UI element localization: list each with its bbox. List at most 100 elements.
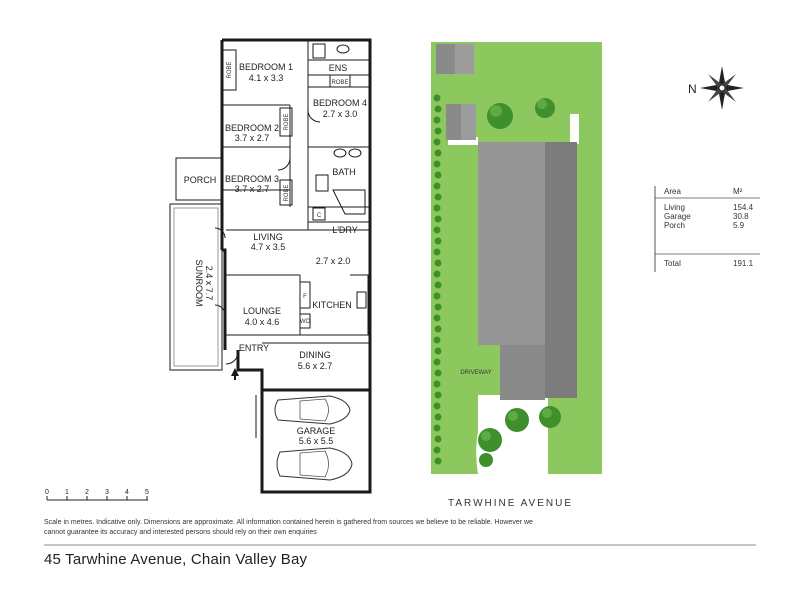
hedge-shrub <box>433 138 441 146</box>
hedge-shrub <box>433 314 441 322</box>
compass-rose-icon <box>700 66 744 110</box>
house-walls <box>169 38 372 494</box>
garage-dims: 5.6 x 5.5 <box>299 436 334 446</box>
hedge-shrub <box>433 358 441 366</box>
area-row-label: Living <box>664 203 685 212</box>
hedge-shrub <box>434 369 442 377</box>
sunroom-label: SUNROOM <box>194 260 204 307</box>
hedge-shrub <box>434 303 442 311</box>
lounge-label: LOUNGE <box>243 306 281 316</box>
entry-arrow-icon <box>231 368 239 376</box>
area-header-unit: M² <box>733 187 743 196</box>
scale-tick: 0 <box>45 489 49 496</box>
dining-label: DINING <box>299 350 331 360</box>
scale-tick: 4 <box>125 489 129 496</box>
house-roof <box>478 142 545 398</box>
area-total-label: Total <box>664 259 681 268</box>
area-row-label: Garage <box>664 212 691 221</box>
area-row-value: 30.8 <box>733 212 749 221</box>
hedge-shrub <box>434 281 442 289</box>
area-row-value: 154.4 <box>733 203 754 212</box>
hedge-shrub <box>433 94 441 102</box>
scale-tick: 1 <box>65 489 69 496</box>
bedroom2-label: BEDROOM 2 <box>225 123 279 133</box>
bedroom3-dims: 3.7 x 2.7 <box>235 184 270 194</box>
scale-tick: 2 <box>85 489 89 496</box>
lounge-dims: 4.0 x 4.6 <box>245 317 280 327</box>
property-address: 45 Tarwhine Avenue, Chain Valley Bay <box>44 551 308 568</box>
car-icon <box>274 395 351 425</box>
living-label: LIVING <box>253 232 283 242</box>
robe-label: ROBE <box>284 184 290 201</box>
hedge-shrub <box>433 446 441 454</box>
driveway-label: DRIVEWAY <box>460 370 491 376</box>
sunroom-dims: 2.4 x 7.7 <box>204 266 214 301</box>
hedge-shrub <box>434 435 442 443</box>
scale-tick: 3 <box>105 489 109 496</box>
hedge-shrub <box>433 402 441 410</box>
area-row-label: Porch <box>664 221 685 230</box>
hedge-shrub <box>433 182 441 190</box>
street-name: TARWHINE AVENUE <box>448 498 574 509</box>
hedge-shrub <box>433 248 441 256</box>
disclaimer-text: Scale in metres. Indicative only. Dimens… <box>44 519 533 536</box>
robe-label: ROBE <box>331 80 348 86</box>
area-header-label: Area <box>664 187 681 196</box>
cupboard-label: C <box>317 213 322 219</box>
scale-tick: 5 <box>145 489 149 496</box>
wall-oven-label: WO <box>300 319 311 325</box>
bath-label: BATH <box>332 167 355 177</box>
robe-label: ROBE <box>284 113 290 130</box>
hedge-shrub <box>434 457 442 465</box>
hedge-shrub <box>433 424 441 432</box>
dining-dims: 5.6 x 2.7 <box>298 361 333 371</box>
hedge <box>433 94 442 465</box>
ens-label: ENS <box>329 63 348 73</box>
trees <box>478 98 561 467</box>
bedroom4-dims: 2.7 x 3.0 <box>323 109 358 119</box>
area-table: Area M² Living 154.4 Garage 30.8 Porch 5… <box>654 186 760 272</box>
hedge-shrub <box>434 391 442 399</box>
hedge-shrub <box>434 259 442 267</box>
hedge-shrub <box>434 347 442 355</box>
garage-label: GARAGE <box>297 426 336 436</box>
hedge-shrub <box>434 149 442 157</box>
bedroom2-dims: 3.7 x 2.7 <box>235 133 270 143</box>
robe-label: ROBE <box>227 61 233 78</box>
hedge-shrub <box>433 116 441 124</box>
hedge-shrub <box>434 105 442 113</box>
living-dims: 4.7 x 3.5 <box>251 242 286 252</box>
bedroom1-label: BEDROOM 1 <box>239 62 293 72</box>
site-plan: DRIVEWAY <box>431 42 602 474</box>
area-row-value: 5.9 <box>733 221 745 230</box>
hedge-shrub <box>434 127 442 135</box>
hedge-shrub <box>434 413 442 421</box>
hedge-shrub <box>434 193 442 201</box>
entry-arrow-stem-icon <box>234 375 236 380</box>
meals-dims: 2.7 x 2.0 <box>316 256 351 266</box>
ldry-label: L'DRY <box>332 225 358 235</box>
kitchen-label: KITCHEN <box>312 300 352 310</box>
fridge-label: F <box>303 294 307 300</box>
hedge-shrub <box>433 204 441 212</box>
hedge-shrub <box>434 237 442 245</box>
hedge-shrub <box>433 380 441 388</box>
hedge-shrub <box>434 215 442 223</box>
north-label: N <box>688 82 697 96</box>
hedge-shrub <box>433 226 441 234</box>
hedge-shrub <box>433 292 441 300</box>
area-total-value: 191.1 <box>733 259 754 268</box>
bedroom4-label: BEDROOM 4 <box>313 98 367 108</box>
car-icon <box>276 447 353 481</box>
hedge-shrub <box>433 160 441 168</box>
hedge-shrub <box>434 325 442 333</box>
entry-label: ENTRY <box>239 343 269 353</box>
scale-bar: 0 1 2 3 4 5 <box>45 489 149 501</box>
bedroom1-dims: 4.1 x 3.3 <box>249 73 284 83</box>
porch-label: PORCH <box>184 175 217 185</box>
hedge-shrub <box>434 171 442 179</box>
bedroom3-label: BEDROOM 3 <box>225 174 279 184</box>
hedge-shrub <box>433 270 441 278</box>
hedge-shrub <box>433 336 441 344</box>
